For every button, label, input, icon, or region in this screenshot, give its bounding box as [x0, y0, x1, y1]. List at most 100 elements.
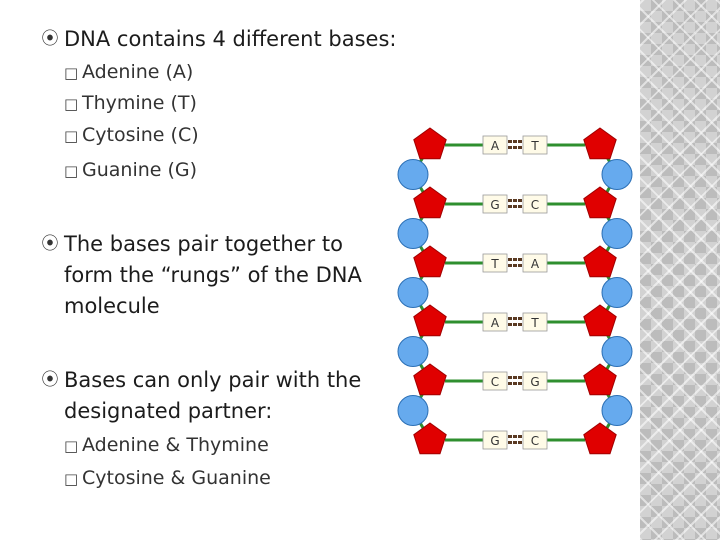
hydrogen-bond [508, 317, 512, 320]
phosphate-circle [601, 218, 633, 249]
hydrogen-bond [508, 146, 512, 149]
hydrogen-bond [508, 323, 512, 326]
bullet-designated-partner: ⦿ Bases can only pair with the designate… [40, 365, 362, 427]
sub-bullet-guanine: □Guanine (G) [64, 155, 197, 187]
slide-content: ⦿ DNA contains 4 different bases: □Adeni… [40, 24, 397, 495]
hydrogen-bond [513, 323, 517, 326]
base-label-right: A [531, 257, 540, 271]
phosphate-circle [601, 159, 633, 190]
bullet-base-pairing: ⦿ The bases pair together to form the “r… [40, 229, 362, 322]
hydrogen-bond [518, 435, 522, 438]
hydrogen-bond [508, 258, 512, 261]
sugar-pentagon [583, 245, 617, 278]
base-box [522, 253, 548, 273]
sugar-pentagon [583, 127, 617, 160]
sub-bullet-text: Cytosine & Guanine [82, 467, 271, 489]
bullet-line: designated partner: [64, 399, 273, 423]
bullet-marker-icon: ⦿ [41, 234, 59, 254]
hydrogen-bond [513, 376, 517, 379]
hydrogen-bond [513, 140, 517, 143]
base-label-left: G [490, 434, 499, 448]
sugar-pentagon [413, 363, 447, 396]
sub-bullet-text: Cytosine (C) [82, 124, 199, 146]
base-box [522, 194, 548, 214]
sub-bullet-text: Guanine (G) [82, 159, 198, 181]
bullet-line: The bases pair together to [64, 232, 343, 256]
phosphate-circle [397, 277, 429, 308]
checkbox-icon: □ [64, 64, 79, 82]
hydrogen-bond [518, 323, 522, 326]
base-label-right: T [530, 139, 539, 153]
phosphate-circle [601, 277, 633, 308]
hydrogen-bond [518, 205, 522, 208]
base-box [522, 312, 548, 332]
base-box [522, 430, 548, 450]
hydrogen-bond [518, 264, 522, 267]
phosphate-circle [397, 336, 429, 367]
hydrogen-bond [513, 205, 517, 208]
base-box [482, 371, 508, 391]
sub-bullet-adenine: □Adenine (A) [64, 57, 193, 89]
sugar-pentagon [413, 127, 447, 160]
checkbox-icon: □ [64, 162, 79, 180]
sub-bullet-text: Thymine (T) [82, 92, 197, 114]
sugar-pentagon [413, 422, 447, 455]
base-box [482, 312, 508, 332]
checkbox-icon: □ [64, 437, 79, 455]
base-label-left: G [490, 198, 499, 212]
sub-bullet-thymine: □Thymine (T) [64, 88, 197, 120]
hydrogen-bond [518, 199, 522, 202]
phosphate-circle [397, 159, 429, 190]
checkbox-icon: □ [64, 127, 79, 145]
base-box [522, 371, 548, 391]
base-label-right: C [531, 434, 539, 448]
base-label-right: T [530, 316, 539, 330]
decorative-sidebar [640, 0, 720, 540]
sugar-pentagon [583, 186, 617, 219]
hydrogen-bond [508, 435, 512, 438]
base-label-right: C [531, 198, 539, 212]
sub-bullet-cytosine: □Cytosine (C) [64, 120, 199, 152]
hydrogen-bond [508, 199, 512, 202]
sugar-pentagon [413, 245, 447, 278]
hydrogen-bond [513, 435, 517, 438]
base-box [482, 135, 508, 155]
base-box [482, 430, 508, 450]
hydrogen-bond [508, 376, 512, 379]
checkbox-icon: □ [64, 95, 79, 113]
hydrogen-bond [513, 441, 517, 444]
hydrogen-bond [518, 146, 522, 149]
hydrogen-bond [513, 258, 517, 261]
hydrogen-bond [518, 317, 522, 320]
sugar-pentagon [583, 422, 617, 455]
hydrogen-bond [508, 382, 512, 385]
hydrogen-bond [513, 199, 517, 202]
base-box [482, 194, 508, 214]
sugar-pentagon [413, 304, 447, 337]
phosphate-circle [397, 218, 429, 249]
hydrogen-bond [513, 382, 517, 385]
hydrogen-bond [508, 140, 512, 143]
phosphate-circle [601, 336, 633, 367]
checkbox-icon: □ [64, 470, 79, 488]
hydrogen-bond [518, 140, 522, 143]
base-label-left: A [491, 316, 500, 330]
sugar-pentagon [583, 304, 617, 337]
hydrogen-bond [518, 441, 522, 444]
hydrogen-bond [513, 264, 517, 267]
bullet-dna-bases: ⦿ DNA contains 4 different bases: [40, 24, 397, 55]
bullet-text: DNA contains 4 different bases: [64, 27, 397, 51]
hydrogen-bond [508, 264, 512, 267]
hydrogen-bond [518, 382, 522, 385]
bullet-line: form the “rungs” of the DNA [64, 263, 362, 287]
hydrogen-bond [518, 258, 522, 261]
hydrogen-bond [508, 441, 512, 444]
sugar-pentagon [583, 363, 617, 396]
base-box [522, 135, 548, 155]
bullet-marker-icon: ⦿ [41, 370, 59, 390]
base-label-right: G [530, 375, 539, 389]
bullet-marker-icon: ⦿ [41, 29, 59, 49]
bullet-line: molecule [64, 294, 160, 318]
sub-bullet-c-g-pair: □Cytosine & Guanine [64, 463, 271, 495]
